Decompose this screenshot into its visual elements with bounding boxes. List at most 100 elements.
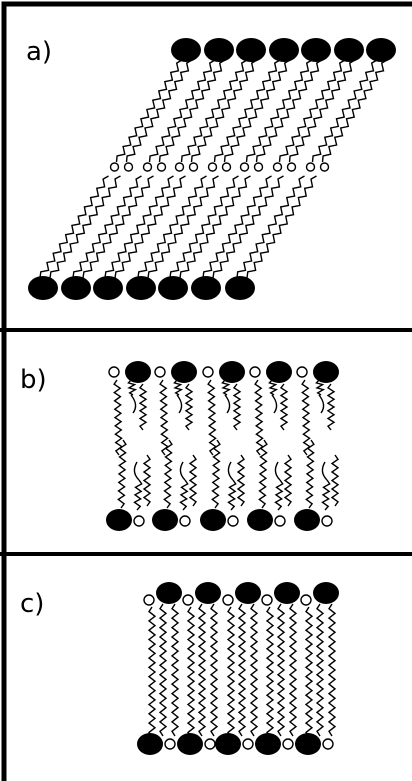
acyl-chain — [170, 603, 180, 737]
lipid-head — [366, 38, 396, 62]
lipid-head — [171, 361, 197, 383]
acyl-chain — [249, 603, 259, 737]
chain-bend — [321, 461, 328, 481]
lipid-head — [106, 509, 132, 531]
acyl-chain — [39, 175, 109, 279]
acyl-chain — [279, 383, 289, 431]
small-bead — [272, 162, 283, 172]
acyl-chain — [321, 479, 331, 511]
small-bead — [239, 162, 250, 172]
small-bead — [109, 162, 120, 172]
chain-bend — [130, 394, 137, 414]
acyl-chain — [159, 379, 170, 456]
tilted-bilayer-diagram — [28, 38, 396, 300]
small-bead — [154, 366, 166, 378]
small-bead — [249, 366, 261, 378]
small-bead — [261, 594, 273, 606]
lipid-head — [313, 582, 339, 604]
small-bead — [202, 366, 214, 378]
lipid-head — [266, 361, 292, 383]
acyl-chain — [142, 454, 152, 507]
lipid-head — [236, 38, 266, 62]
acyl-chain — [179, 175, 251, 279]
lipid-head — [171, 38, 201, 62]
acyl-chain — [114, 175, 186, 279]
acyl-chain — [72, 175, 142, 279]
small-bead — [286, 162, 297, 172]
acyl-chain — [104, 175, 174, 279]
lipid-head — [255, 733, 281, 755]
small-bead — [133, 515, 145, 527]
acyl-chain — [202, 175, 272, 279]
chain-bend — [227, 461, 234, 481]
lipid-head — [269, 38, 299, 62]
acyl-chain — [137, 175, 207, 279]
acyl-chain — [321, 59, 388, 163]
lipid-head — [301, 38, 331, 62]
acyl-chain — [246, 175, 317, 279]
acyl-chain — [169, 175, 239, 279]
acyl-chain — [236, 175, 305, 279]
lipid-head — [195, 582, 221, 604]
acyl-chain — [213, 59, 281, 163]
acyl-chain — [212, 175, 284, 279]
small-bead — [179, 515, 191, 527]
lipid-head — [219, 361, 245, 383]
upright-bilayer-diagram — [137, 582, 339, 755]
lipid-head — [235, 582, 261, 604]
chain-bend — [318, 394, 325, 414]
lipid-head — [125, 361, 151, 383]
acyl-chain — [221, 379, 232, 396]
lipid-head — [158, 276, 188, 300]
acyl-chain — [190, 59, 258, 163]
lipid-head — [191, 276, 221, 300]
acyl-chain — [265, 606, 275, 738]
chain-bend — [274, 461, 281, 481]
small-bead — [204, 738, 216, 750]
acyl-chain — [283, 454, 293, 507]
acyl-chain — [113, 379, 124, 456]
chain-bend — [224, 394, 231, 414]
small-bead — [305, 162, 316, 172]
acyl-chain — [304, 606, 314, 738]
small-bead — [242, 738, 254, 750]
acyl-chain — [186, 606, 196, 738]
acyl-chain — [326, 383, 336, 431]
small-bead — [282, 738, 294, 750]
small-bead — [321, 515, 333, 527]
small-bead — [174, 162, 185, 172]
chain-bend — [176, 394, 183, 414]
small-bead — [142, 162, 153, 172]
small-bead — [156, 162, 167, 172]
small-bead — [108, 366, 120, 378]
acyl-chain — [223, 59, 291, 163]
chain-bend — [133, 461, 140, 481]
interdigitated-bilayer-diagram — [106, 361, 340, 531]
acyl-chain — [148, 59, 216, 163]
acyl-chain — [255, 59, 323, 163]
acyl-chain — [158, 59, 226, 163]
acyl-chain — [115, 59, 183, 163]
small-bead — [182, 594, 194, 606]
acyl-chain — [327, 603, 337, 737]
lipid-head — [200, 509, 226, 531]
acyl-chain — [288, 603, 298, 737]
lipid-head — [313, 361, 339, 383]
lipid-head — [274, 582, 300, 604]
acyl-chain — [226, 606, 236, 738]
small-bead — [322, 738, 334, 750]
acyl-chain — [207, 379, 218, 456]
panel-b-label: b) — [20, 365, 47, 395]
acyl-chain — [127, 379, 138, 396]
acyl-chain — [232, 383, 242, 431]
acyl-chain — [180, 59, 248, 163]
acyl-chain — [49, 175, 121, 279]
chain-bend — [271, 394, 278, 414]
acyl-chain — [158, 603, 168, 737]
small-bead — [300, 594, 312, 606]
small-bead — [143, 594, 155, 606]
acyl-chain — [268, 379, 279, 396]
panel-c: c) — [20, 582, 339, 755]
small-bead — [207, 162, 218, 172]
